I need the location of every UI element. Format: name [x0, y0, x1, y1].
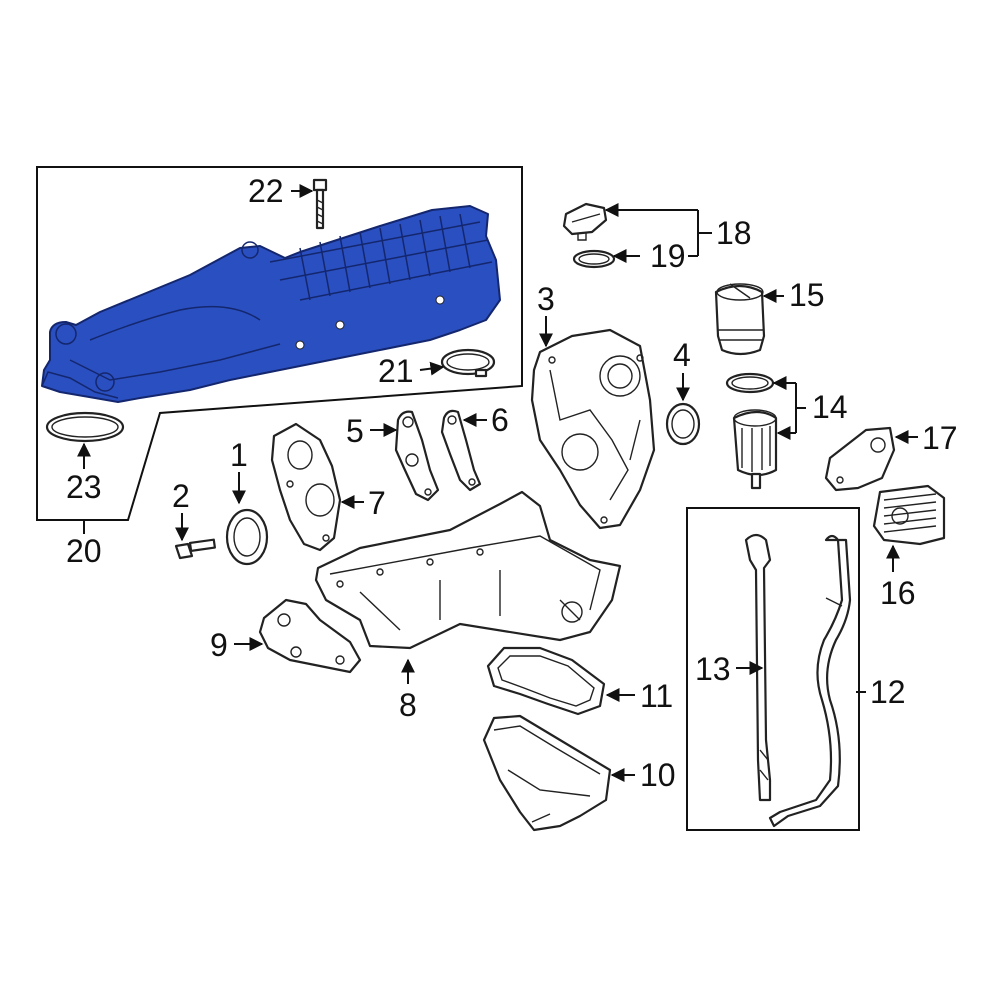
gasket-11[interactable] [486, 646, 606, 716]
callout-8: 8 [399, 687, 417, 723]
bracket-9[interactable] [258, 598, 362, 674]
oil-pan-upper-8[interactable] [314, 490, 622, 650]
callout-18: 18 [716, 215, 752, 251]
callout-1: 1 [230, 437, 248, 473]
sensor-18[interactable] [562, 202, 608, 241]
leader-lines [77, 184, 918, 782]
callout-21: 21 [378, 353, 414, 389]
gasket-7[interactable] [270, 422, 342, 552]
callout-13: 13 [695, 651, 731, 687]
callout-22: 22 [248, 173, 284, 209]
intake-manifold[interactable] [41, 205, 501, 403]
callout-6: 6 [491, 402, 509, 438]
callout-20: 20 [66, 533, 102, 569]
filter-element-14[interactable] [732, 409, 778, 490]
callout-10: 10 [640, 757, 676, 793]
oil-cooler-16[interactable] [872, 484, 946, 546]
timing-cover-3[interactable] [530, 328, 656, 530]
callout-4: 4 [673, 337, 691, 373]
seal-21[interactable] [440, 348, 496, 378]
bolt-2[interactable] [174, 538, 216, 560]
callout-17: 17 [922, 420, 958, 456]
seal-19[interactable] [572, 249, 616, 269]
gasket-6[interactable] [440, 409, 482, 492]
callout-3: 3 [537, 281, 555, 317]
bracket-5[interactable] [394, 410, 440, 502]
cover-17[interactable] [824, 426, 896, 492]
o-ring-14[interactable] [725, 372, 775, 394]
callout-11: 11 [640, 678, 673, 714]
filter-cap-15[interactable] [714, 283, 766, 356]
seal-4[interactable] [665, 402, 701, 446]
seal-1[interactable] [225, 508, 269, 566]
intake-manifold-group-frame [36, 166, 523, 521]
callout-15: 15 [789, 277, 825, 313]
callout-19: 19 [650, 238, 686, 274]
callout-7: 7 [368, 485, 386, 521]
callout-9: 9 [210, 627, 228, 663]
dipstick-group-frame [686, 507, 860, 831]
dipstick-tube-12[interactable] [768, 534, 852, 828]
callout-5: 5 [346, 413, 364, 449]
callout-2: 2 [172, 478, 190, 514]
seal-23[interactable] [45, 411, 125, 443]
callout-14: 14 [812, 389, 848, 425]
bolt-22[interactable] [312, 178, 328, 230]
callout-23: 23 [66, 469, 102, 505]
callout-12: 12 [870, 674, 906, 710]
callout-16: 16 [880, 575, 916, 611]
oil-pan-lower-10[interactable] [482, 714, 612, 832]
